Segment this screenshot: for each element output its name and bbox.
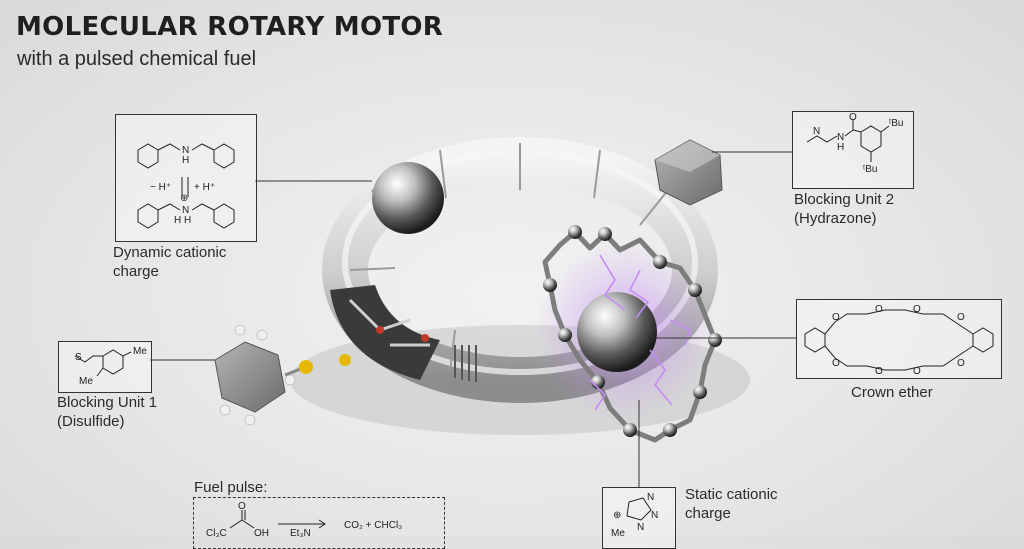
- crown-ether-structure: O O O O O O O O: [804, 304, 994, 377]
- ammonium-h: H H: [174, 215, 191, 226]
- dynamic-charge-line-2: charge: [113, 263, 159, 280]
- reaction-products: CO₂ + CHCl₃: [344, 520, 402, 531]
- motor-illustration: [150, 137, 796, 487]
- crown-ether-label: Crown ether: [851, 384, 933, 401]
- static-charge-line-2: charge: [685, 505, 731, 522]
- page-title: MOLECULAR ROTARY MOTOR: [16, 12, 444, 42]
- fuel-pulse-box: O Cl₃C OH Et₃N CO₂ + CHCl₃: [193, 497, 445, 549]
- triazole-n3: N: [637, 522, 644, 533]
- amine-h: H: [182, 155, 189, 166]
- tbu-label-1: ᵗBu: [889, 118, 903, 129]
- blocking-unit-1-atoms: [219, 324, 296, 426]
- fuel-reaction: O Cl₃C OH Et₃N CO₂ + CHCl₃: [206, 501, 402, 539]
- triazole-n2: N: [651, 510, 658, 521]
- dynamic-charge-line-1: Dynamic cationic: [113, 244, 227, 261]
- blocking-unit-2-type: (Hydrazone): [794, 210, 877, 227]
- fuel-pulse-title: Fuel pulse:: [194, 479, 268, 496]
- hydrazone-structure: N N H O ᵗBu ᵗBu: [806, 112, 903, 175]
- blocking-unit-2-name: Blocking Unit 2: [794, 191, 895, 208]
- inner-molecule: [348, 298, 430, 347]
- page-subtitle: with a pulsed chemical fuel: [17, 48, 257, 70]
- hydrazone-n1: N: [813, 126, 820, 137]
- triazole-n1: N: [647, 492, 654, 503]
- hydrazone-n2: N: [837, 132, 844, 143]
- ammonium-structure: N H − H⁺ + H⁺ ⊕ N H H: [137, 143, 235, 229]
- blocking-unit-1-type: (Disulfide): [57, 413, 125, 430]
- static-charge-line-1: Static cationic: [685, 486, 778, 503]
- crown-o-6: O: [875, 366, 883, 377]
- dynamic-charge-structure-box: N H − H⁺ + H⁺ ⊕ N H H: [115, 114, 257, 242]
- static-charge-structure-box: ⊕ N N N Me: [602, 487, 676, 549]
- ammonium-n: N: [182, 205, 189, 216]
- tbu-label-2: ᵗBu: [863, 164, 877, 175]
- methyl-label-2: Me: [79, 376, 93, 387]
- blocking-unit-1-name: Blocking Unit 1: [57, 394, 158, 411]
- ring-gear-stripes: [454, 345, 477, 382]
- blocking-unit-2-label: Blocking Unit 2 (Hydrazone): [794, 190, 894, 228]
- crown-o-3: O: [913, 304, 921, 315]
- deprotonation-label: − H⁺: [150, 182, 171, 193]
- blocking-unit-2-structure-box: N N H O ᵗBu ᵗBu: [792, 111, 914, 189]
- static-charge-label: Static cationic charge: [685, 485, 778, 523]
- sulfur-atom-1: [299, 360, 313, 374]
- blocking-unit-1-structure-box: S Me Me: [58, 341, 152, 393]
- leader-lines: [150, 151, 796, 487]
- methyl-label-1: Me: [133, 346, 147, 357]
- blocking-unit-1-cube: [214, 341, 286, 413]
- triethylamine: Et₃N: [290, 528, 311, 537]
- triazole-methyl: Me: [611, 528, 625, 537]
- disulfide-structure: S Me Me: [74, 346, 147, 387]
- protonation-label: + H⁺: [194, 182, 215, 193]
- hydrazone-h: H: [837, 142, 844, 153]
- crown-o-4: O: [957, 312, 965, 323]
- lightning-sparks: [589, 254, 691, 411]
- hydrazone-o: O: [849, 112, 857, 123]
- triazolium-structure: ⊕ N N N Me: [611, 492, 658, 539]
- triazolium-charge: ⊕: [613, 510, 621, 521]
- trichloroacetyl: Cl₃C: [206, 528, 227, 537]
- sulfur-atom: [339, 354, 351, 366]
- static-charge-sphere: [577, 292, 657, 372]
- sulfur-label: S: [75, 352, 82, 363]
- crown-o-1: O: [832, 312, 840, 323]
- crown-o-2: O: [875, 304, 883, 315]
- crown-o-8: O: [957, 358, 965, 369]
- crown-o-7: O: [913, 366, 921, 377]
- amine-n: N: [182, 145, 189, 156]
- carbonyl-o: O: [238, 501, 246, 512]
- blocking-unit-1-label: Blocking Unit 1 (Disulfide): [57, 393, 157, 431]
- dynamic-charge-sphere: [372, 162, 444, 234]
- crown-o-5: O: [832, 358, 840, 369]
- crown-ether-structure-box: O O O O O O O O: [796, 299, 1002, 379]
- dynamic-charge-label: Dynamic cationic charge: [113, 243, 226, 281]
- hydroxyl: OH: [254, 528, 269, 537]
- ammonium-charge: ⊕: [180, 193, 188, 204]
